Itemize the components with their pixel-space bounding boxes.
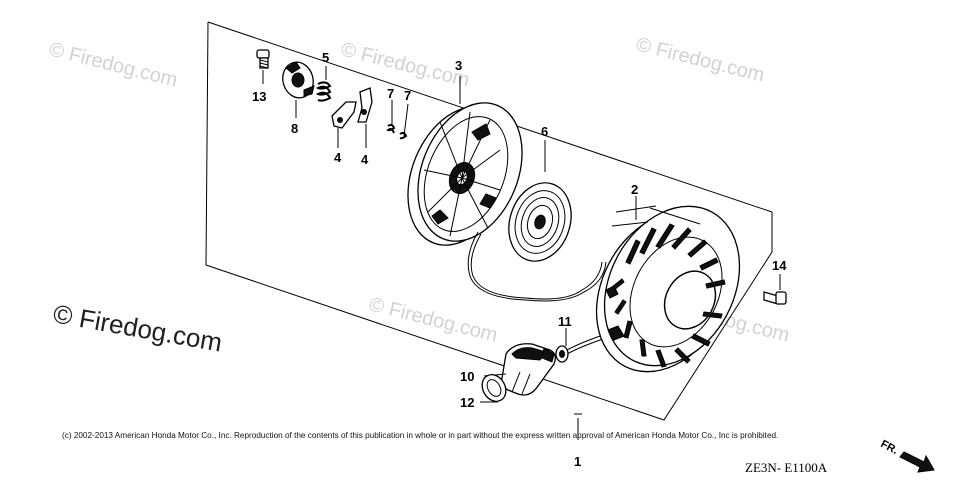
watermark-text: © Firedog.com	[339, 39, 472, 92]
callout-5: 5	[322, 50, 329, 65]
callout-4: 4	[361, 152, 369, 167]
part-5-spring	[315, 66, 332, 102]
part-12-grip-insert	[480, 374, 507, 403]
part-4-pawl	[331, 101, 357, 148]
part-2-starter-case	[595, 196, 741, 373]
front-direction-indicator: FR.	[879, 438, 935, 473]
assembly-group-outline	[205, 21, 773, 421]
callout-12: 12	[460, 395, 474, 410]
part-6-recoil-spring	[508, 140, 572, 262]
front-label: FR.	[879, 438, 900, 457]
callout-7: 7	[387, 86, 394, 101]
watermark-text: © Firedog.com	[47, 39, 180, 92]
watermark-text: © Firedog.com	[367, 294, 500, 347]
front-direction-arrow-icon	[899, 451, 935, 473]
part-14-flange-bolt	[763, 274, 787, 305]
callout-3: 3	[455, 58, 462, 73]
copyright-notice: (c) 2002-2013 American Honda Motor Co., …	[62, 431, 778, 440]
callout-10: 10	[460, 369, 474, 384]
part-3-starter-reel	[407, 76, 523, 246]
callout-8: 8	[291, 121, 298, 136]
callout-6: 6	[541, 124, 548, 139]
part-8-ratchet	[282, 61, 315, 118]
part-13-bolt	[256, 49, 270, 84]
callout-4: 4	[334, 150, 342, 165]
part-11-rope-guide	[555, 328, 569, 363]
callout-11: 11	[558, 314, 572, 329]
callout-1: 1	[574, 454, 581, 469]
watermark-text: © Firedog.com	[634, 34, 767, 87]
callout-14: 14	[772, 258, 787, 273]
starter-rope	[470, 233, 603, 300]
diagram-code: ZE3N- E1100A	[745, 460, 828, 475]
starter-rope	[467, 231, 607, 302]
part-7-pawl-spring	[386, 100, 409, 140]
callout-7: 7	[404, 88, 411, 103]
callout-2: 2	[631, 182, 638, 197]
part-4-pawl	[357, 87, 373, 148]
callout-13: 13	[252, 89, 266, 104]
watermark-text: © Firedog.com	[51, 298, 225, 357]
